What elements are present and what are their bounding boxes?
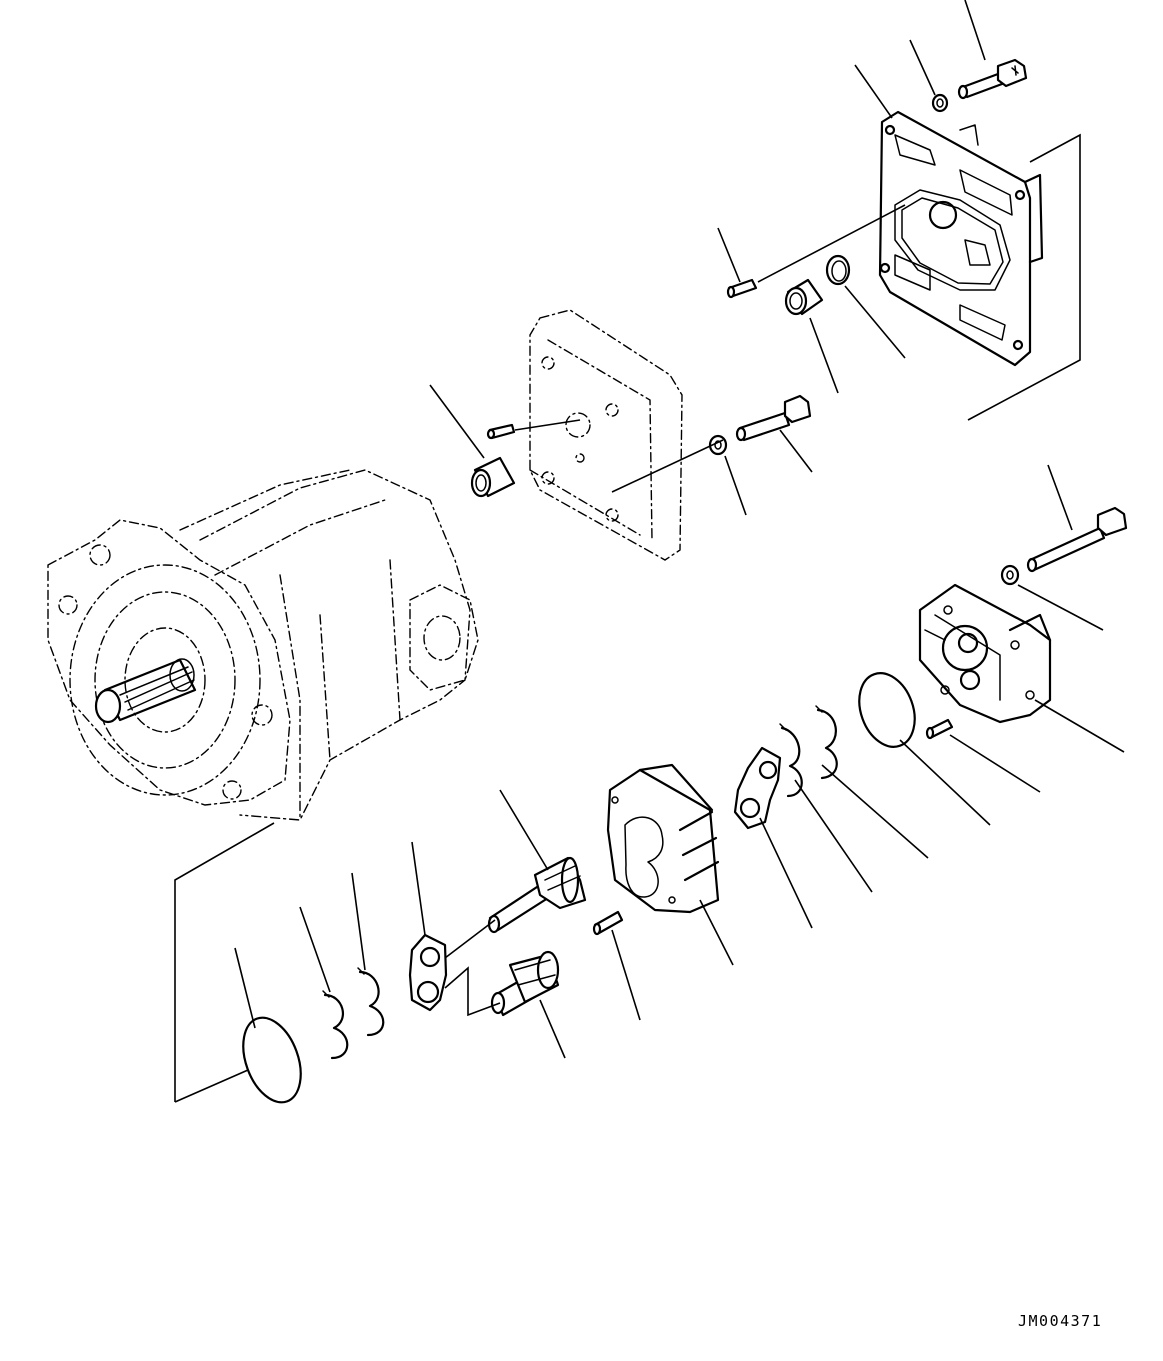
pump-housing-assembly <box>47 469 479 821</box>
dowel-pin-mid <box>486 423 516 440</box>
outer-gasket-plate <box>878 110 1044 367</box>
needle-bearing-mid <box>470 456 516 498</box>
washer-top <box>931 93 949 113</box>
seal-disc-front <box>242 1016 302 1104</box>
cap-bolt-mid <box>735 394 812 442</box>
figure-reference-code: JM004371 <box>1018 1312 1103 1330</box>
o-ring-top <box>825 254 851 286</box>
snap-ring-front-a <box>357 967 385 1037</box>
dowel-pin-top <box>726 278 758 299</box>
driven-gear-shaft <box>490 950 560 1017</box>
front-cover-plate <box>529 309 683 561</box>
drive-gear-shaft <box>487 856 587 934</box>
dowel-pin-rear <box>925 718 954 740</box>
snap-ring-rear-a <box>815 705 838 780</box>
cap-bolt-top <box>957 58 1028 100</box>
gear-case <box>606 763 720 914</box>
seal-disc-rear <box>858 672 916 748</box>
long-bolt <box>1026 506 1128 573</box>
snap-ring-front-b <box>322 990 349 1060</box>
side-plate-rear <box>733 746 782 830</box>
washer-long-bolt <box>1000 564 1020 586</box>
needle-bearing-top <box>784 278 824 316</box>
leader-lines <box>174 0 1125 1103</box>
dowel-pin-gear-case <box>592 910 624 936</box>
rear-cover <box>918 583 1052 724</box>
snap-ring-rear-b <box>779 723 803 798</box>
side-plate-front <box>408 933 448 1012</box>
